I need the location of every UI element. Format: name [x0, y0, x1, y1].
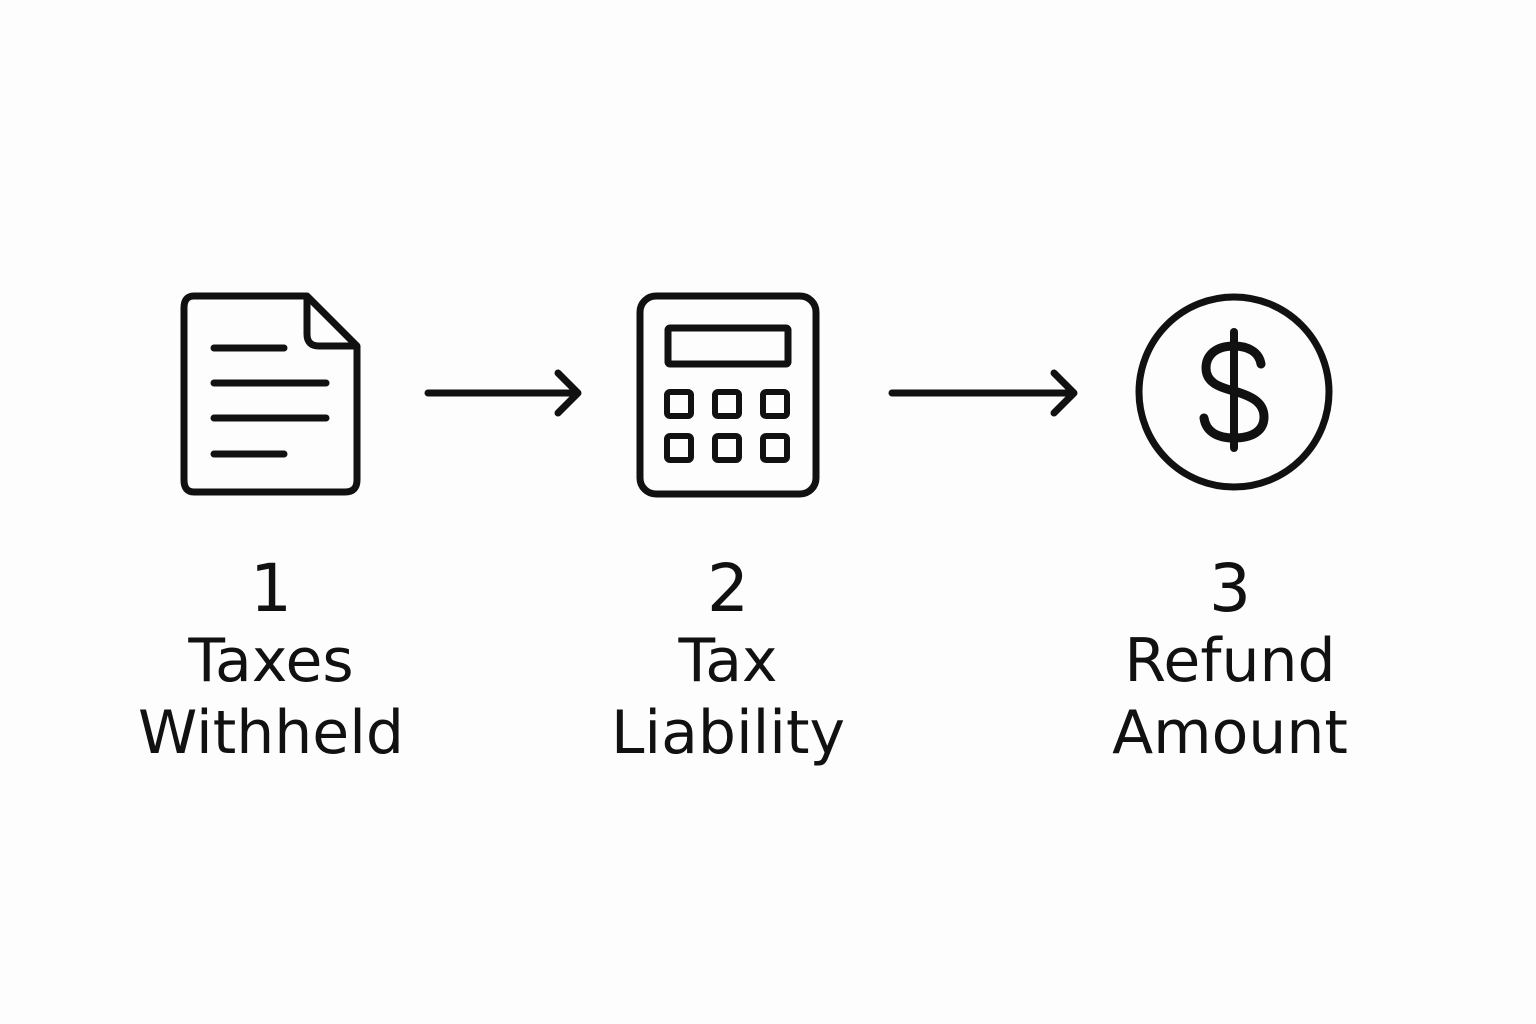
document-icon [180, 292, 362, 498]
step-label-line: Refund [1124, 626, 1336, 696]
step-3: 3 Refund Amount [1050, 553, 1410, 769]
step-label-line: Liability [611, 698, 845, 768]
step-number: 3 [1209, 550, 1251, 627]
step-number: 2 [707, 550, 749, 627]
calculator-icon [636, 292, 820, 498]
step-label-line: Taxes [188, 626, 354, 696]
arrow-right-icon [888, 368, 1080, 418]
step-label-line: Withheld [138, 698, 404, 768]
dollar-coin-icon [1134, 292, 1334, 492]
step-number: 1 [250, 550, 292, 627]
step-label-line: Tax [678, 626, 778, 696]
step-label: Taxes Withheld [91, 625, 451, 769]
step-2: 2 Tax Liability [548, 553, 908, 769]
step-label: Refund Amount [1050, 625, 1410, 769]
step-label: Tax Liability [548, 625, 908, 769]
arrow-right-icon [424, 368, 584, 418]
step-label-line: Amount [1112, 698, 1348, 768]
step-1: 1 Taxes Withheld [91, 553, 451, 769]
